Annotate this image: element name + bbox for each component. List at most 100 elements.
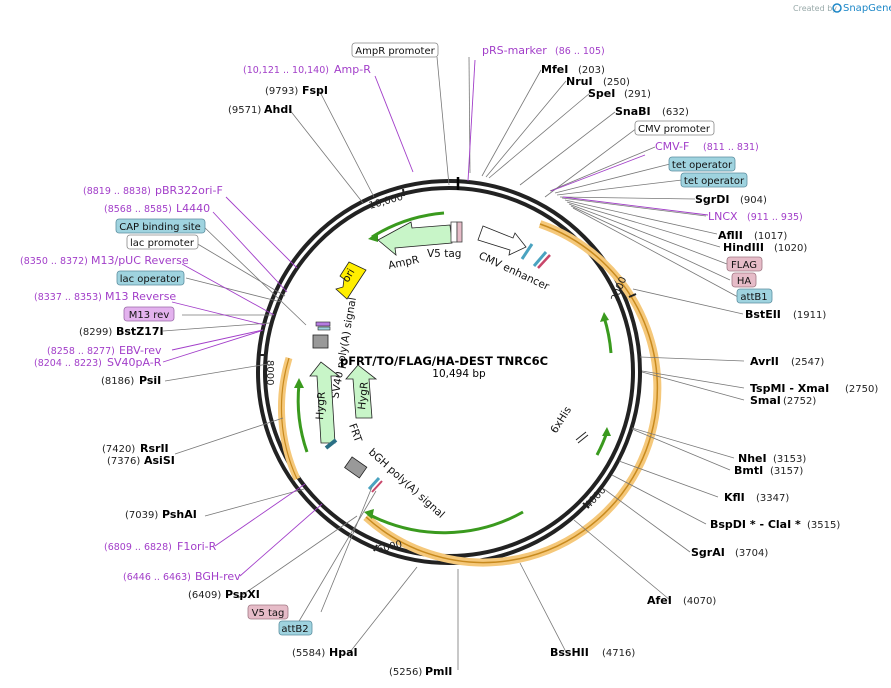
enzyme-psii[interactable]: PsiI (139, 374, 161, 387)
enzyme-smai[interactable]: SmaI (750, 394, 781, 407)
enzyme-tspmi-xmai[interactable]: TspMI - XmaI (750, 382, 829, 395)
gene-arrow-3 (367, 510, 524, 535)
enzyme-nrui[interactable]: NruI (566, 75, 593, 88)
hygr-inner-feature[interactable] (345, 364, 378, 419)
enzyme-kfli[interactable]: KflI (724, 491, 745, 504)
enzyme-afei[interactable]: AfeI (647, 594, 672, 607)
tet-operator-mark (520, 243, 534, 260)
enzyme-bsteii[interactable]: BstEII (745, 308, 781, 321)
box-attb1-label: attB1 (740, 292, 767, 303)
frt-feature[interactable] (324, 438, 338, 450)
primer-amp-r[interactable]: Amp-R (334, 63, 371, 76)
primer-sv40pa-r[interactable]: SV40pA-R (107, 356, 162, 369)
box-cmv-promoter-label: CMV promoter (638, 124, 711, 135)
enzyme-spei[interactable]: SpeI (588, 87, 615, 100)
box-ha[interactable] (731, 272, 757, 288)
enzyme-pshai[interactable]: PshAI (162, 508, 197, 521)
primer-m13-puc-reverse[interactable]: M13/pUC Reverse (91, 254, 189, 267)
box-tet-operator-1[interactable] (668, 156, 736, 172)
box-v5-tag[interactable] (247, 604, 289, 620)
v5tag-pink-feature[interactable] (456, 221, 463, 243)
primer-cmv-f[interactable]: CMV-F (655, 140, 689, 153)
primer-f1ori-r[interactable]: F1ori-R (177, 540, 217, 553)
primer-bgh-rev-pos: (6446 .. 6463) (123, 572, 191, 583)
ruler-tick (373, 544, 378, 552)
enzyme-bstz17i-pos: (8299) (79, 327, 112, 338)
enzyme-bsshii[interactable]: BssHII (550, 646, 589, 659)
box-cmv-promoter[interactable] (634, 120, 715, 136)
cmv-enhancer-feature[interactable] (477, 225, 527, 256)
primer-amp-r-pos: (10,121 .. 10,140) (243, 65, 329, 76)
enzyme-bmti[interactable]: BmtI (734, 464, 763, 477)
v5tag-feature[interactable] (450, 221, 458, 243)
box-ha-label: HA (737, 276, 752, 287)
primer-l4440[interactable]: L4440 (176, 202, 210, 215)
enzyme-hpai[interactable]: HpaI (329, 646, 358, 659)
box-m13-rev[interactable] (123, 306, 175, 322)
arrowhead-icon (368, 232, 378, 242)
enzyme-bspdi-clai[interactable]: BspDI * - ClaI * (710, 518, 801, 531)
primer-lncx[interactable]: LNCX (708, 210, 738, 223)
enzyme-fspi[interactable]: FspI (302, 84, 328, 97)
enzyme-nhei[interactable]: NheI (738, 452, 767, 465)
enzyme-pmli[interactable]: PmlI (425, 665, 452, 678)
enzyme-snabi[interactable]: SnaBI (615, 105, 651, 118)
primer-f1ori-r-pos: (6809 .. 6828) (104, 542, 172, 553)
enzyme-hpai-pos: (5584) (292, 648, 325, 659)
box-tet-operator-2[interactable] (680, 172, 748, 188)
enzyme-rsrii[interactable]: RsrII (140, 442, 169, 455)
enzyme-bstz17i[interactable]: BstZ17I (116, 325, 164, 338)
enzyme-spei-pos: (291) (624, 89, 651, 100)
box-lac-operator[interactable] (116, 270, 185, 286)
enzyme-asisi[interactable]: AsiSI (144, 454, 175, 467)
flag-mark (537, 254, 551, 269)
ori-feature[interactable] (335, 261, 367, 300)
enzyme-hindiii[interactable]: HindIII (723, 241, 764, 254)
box-flag[interactable] (726, 256, 763, 272)
arrowhead-icon (294, 378, 304, 388)
box-ampr-promoter[interactable] (351, 42, 439, 58)
enzyme-pspxi[interactable]: PspXI (225, 588, 260, 601)
primer-pbr322ori-f[interactable]: pBR322ori-F (155, 184, 223, 197)
tet-operator-mark (532, 251, 548, 267)
primer-prs-marker[interactable]: pRS-marker (482, 44, 547, 57)
enzyme-ahdi[interactable]: AhdI (264, 103, 292, 116)
enzyme-bsteii-pos: (1911) (793, 310, 826, 321)
bgh-polya-feature[interactable] (344, 456, 368, 479)
lac-operator-feature (317, 326, 331, 331)
primer-ebv-rev[interactable]: EBV-rev (119, 344, 162, 357)
box-attb2[interactable] (278, 620, 313, 636)
enzyme-avrii-pos: (2547) (791, 357, 824, 368)
credit-brand: SnapGene (843, 3, 891, 14)
box-cap-binding-site[interactable] (115, 218, 206, 234)
ampr-feature[interactable] (377, 221, 453, 256)
enzyme-sgrai[interactable]: SgrAI (691, 546, 725, 559)
arrowhead-icon (364, 509, 374, 519)
credit-prefix: Created by (793, 4, 837, 13)
enzyme-afei-pos: (4070) (683, 596, 716, 607)
enzyme-pspxi-pos: (6409) (188, 590, 221, 601)
enzyme-sgrdi-pos: (904) (740, 195, 767, 206)
primer-l4440-pos: (8568 .. 8585) (104, 204, 172, 215)
enzyme-snabi-pos: (632) (662, 107, 689, 118)
enzyme-mfei[interactable]: MfeI (541, 63, 568, 76)
box-lac-promoter[interactable] (126, 234, 199, 250)
snapgene-logo-icon (832, 3, 842, 13)
enzyme-aflii[interactable]: AflII (718, 229, 743, 242)
plasmid-size: 10,494 bp (432, 368, 486, 380)
box-attb1[interactable] (736, 288, 773, 304)
primer-m13-reverse[interactable]: M13 Reverse (105, 290, 176, 303)
primer-bgh-rev[interactable]: BGH-rev (195, 570, 241, 583)
primer-m13-puc-reverse-pos: (8350 .. 8372) (20, 256, 88, 267)
enzyme-sgrdi[interactable]: SgrDI (695, 193, 729, 206)
enzyme-pshai-pos: (7039) (125, 510, 158, 521)
box-attb2-label: attB2 (281, 624, 308, 635)
primer-cmv-f-pos: (811 .. 831) (703, 142, 759, 153)
enzyme-avrii[interactable]: AvrII (750, 355, 779, 368)
enzyme-fspi-pos: (9793) (265, 86, 298, 97)
his-mark (575, 431, 587, 441)
sv40-polya-feature[interactable] (312, 334, 329, 349)
hygr-outer-feature[interactable] (309, 361, 341, 444)
m13-feature (315, 321, 331, 327)
